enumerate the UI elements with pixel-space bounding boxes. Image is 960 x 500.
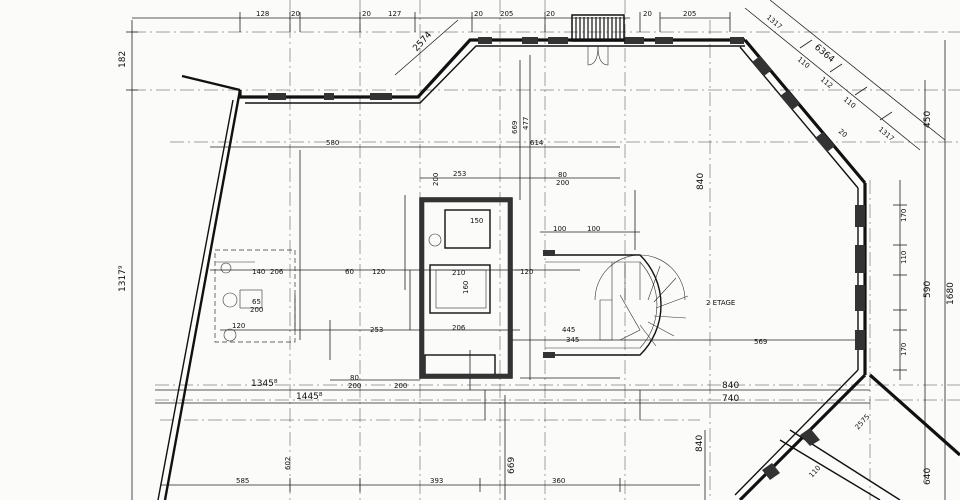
label-200: 200: [250, 306, 263, 314]
label-80: 80: [558, 171, 567, 179]
label-60: 60: [345, 268, 354, 276]
label-345: 345: [566, 336, 579, 344]
label-110: 110: [842, 95, 857, 110]
label-205: 205: [683, 10, 696, 18]
label-120: 120: [232, 322, 245, 330]
label-569: 569: [754, 338, 767, 346]
label-253: 253: [370, 326, 383, 334]
label-120: 120: [372, 268, 385, 276]
label-840: 840: [696, 173, 706, 190]
label-360: 360: [552, 477, 565, 485]
label-200: 200: [432, 173, 440, 186]
label-20: 20: [291, 10, 300, 18]
left-fixtures: [214, 249, 296, 343]
label-669: 669: [511, 121, 519, 134]
label-20: 20: [546, 10, 555, 18]
label-100: 100: [553, 225, 566, 233]
central-core: [419, 197, 689, 379]
window-openings: [268, 37, 865, 480]
top-grille-element: [571, 14, 625, 66]
label-200: 200: [394, 382, 407, 390]
label-1317: 1317: [765, 13, 784, 31]
label-182: 182: [118, 51, 128, 68]
label-840: 840: [722, 381, 739, 391]
label-602: 602: [284, 457, 292, 470]
label-20: 20: [362, 10, 371, 18]
label-614: 614: [530, 139, 544, 147]
label-2-etage: 2 ETAGE: [706, 299, 735, 307]
label-740: 740: [722, 394, 739, 404]
label-170: 170: [900, 343, 908, 356]
label-150: 150: [470, 217, 483, 225]
label-110: 110: [900, 251, 908, 264]
label-127: 127: [388, 10, 401, 18]
label-65: 65: [252, 298, 261, 306]
label-20: 20: [643, 10, 652, 18]
label-160: 160: [462, 281, 470, 294]
label-393: 393: [430, 477, 443, 485]
label-585: 585: [236, 477, 249, 485]
label-200: 200: [348, 382, 361, 390]
dimension-labels: 128 20 20 127 2574 20 205 20 20 205 1317…: [118, 10, 956, 485]
label-205: 205: [500, 10, 513, 18]
label-669: 669: [507, 457, 517, 474]
label-100: 100: [587, 225, 600, 233]
label-1445-8: 1445⁸: [296, 392, 323, 402]
label-200: 200: [556, 179, 569, 187]
label-110: 110: [808, 464, 823, 479]
label-206: 206: [452, 324, 466, 332]
label-253: 253: [453, 170, 466, 178]
label-445: 445: [562, 326, 575, 334]
label-170: 170: [900, 209, 908, 222]
label-210: 210: [452, 269, 465, 277]
label-2575: 2575: [854, 413, 872, 432]
label-128: 128: [256, 10, 269, 18]
label-206: 206: [270, 268, 284, 276]
label-20: 20: [837, 127, 849, 139]
label-80: 80: [350, 374, 359, 382]
dimension-lines: [126, 0, 946, 500]
label-1345-8: 1345⁸: [251, 379, 278, 389]
label-120: 120: [520, 268, 533, 276]
label-640: 640: [923, 468, 933, 485]
label-1317-9: 1317⁹: [118, 265, 128, 292]
label-477: 477: [522, 117, 530, 130]
label-590: 590: [923, 281, 933, 298]
label-20: 20: [474, 10, 483, 18]
label-6364: 6364: [812, 43, 836, 66]
label-110: 110: [796, 55, 811, 70]
label-840: 840: [695, 435, 705, 452]
label-140: 140: [252, 268, 265, 276]
label-580: 580: [326, 139, 339, 147]
label-1680: 1680: [946, 282, 956, 305]
label-112: 112: [819, 75, 834, 90]
label-450: 450: [923, 111, 933, 128]
